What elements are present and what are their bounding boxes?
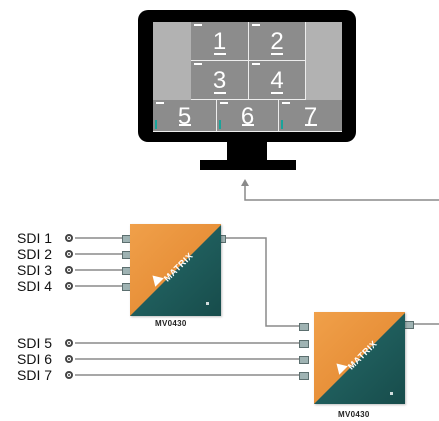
tile-audio-meter: [155, 120, 157, 129]
bnc-port-icon: [65, 234, 73, 242]
sdi-label: SDI 1: [17, 230, 53, 246]
tile-tally-bar: [156, 102, 164, 104]
matrix-logo-icon: [332, 359, 348, 375]
multiviewer-device-2: MATRIX: [314, 312, 405, 404]
tile-3: 3: [191, 61, 249, 100]
multiviewer-device-1: MATRIX: [130, 224, 221, 316]
tile-underline: [241, 124, 254, 126]
tile-audio-meter: [219, 120, 221, 129]
bnc-port-icon: [65, 266, 73, 274]
input-connector: [299, 323, 309, 331]
screen-margin-left: [153, 22, 191, 100]
tile-underline: [213, 92, 226, 94]
device-model-label: MV0430: [155, 319, 187, 328]
input-connector: [299, 356, 309, 364]
tile-2: 2: [249, 22, 306, 61]
tile-1: 1: [191, 22, 249, 61]
tile-number: 1: [212, 28, 227, 55]
input-connector: [299, 372, 309, 380]
bnc-port-icon: [65, 250, 73, 258]
sdi-label: SDI 6: [17, 351, 53, 367]
bnc-port-icon: [65, 355, 73, 363]
tile-underline: [271, 53, 283, 55]
tile-6: 6: [217, 100, 279, 132]
input-connector: [299, 340, 309, 348]
tile-number: 6: [240, 102, 255, 130]
screen-margin-right: [306, 22, 342, 100]
sdi-label: SDI 5: [17, 335, 53, 351]
device-model-label: MV0430: [338, 410, 370, 419]
device-brand: MATRIX: [161, 250, 195, 284]
tile-tally-bar: [282, 102, 290, 104]
tile-audio-meter: [281, 120, 283, 129]
tile-underline: [304, 124, 317, 126]
output-connector: [404, 321, 414, 329]
device-brand: MATRIX: [345, 338, 379, 372]
tile-underline: [213, 53, 226, 55]
sdi-label: SDI 7: [17, 367, 53, 383]
bnc-port-icon: [65, 371, 73, 379]
tile-tally-bar: [194, 24, 202, 26]
cable-device1-to-device2: [226, 237, 302, 327]
tile-tally-bar: [194, 63, 202, 65]
monitor-stand-neck: [227, 142, 267, 160]
tile-underline: [178, 124, 191, 126]
bnc-port-icon: [65, 339, 73, 347]
tile-number: 5: [177, 102, 192, 130]
tile-tally-bar: [252, 24, 260, 26]
tile-5: 5: [153, 100, 217, 132]
bnc-port-icon: [65, 282, 73, 290]
tile-tally-bar: [220, 102, 228, 104]
tile-7: 7: [279, 100, 342, 132]
sdi-label: SDI 4: [17, 278, 53, 294]
tile-number: 7: [303, 102, 318, 130]
tile-number: 3: [212, 67, 227, 94]
matrix-logo-icon: [148, 271, 164, 287]
monitor-screen: 1 2 3 4 5 6: [153, 22, 342, 132]
sdi-label: SDI 3: [17, 262, 53, 278]
sdi-label: SDI 2: [17, 246, 53, 262]
status-led: [390, 392, 393, 395]
tile-underline: [271, 92, 283, 94]
status-led: [206, 302, 209, 305]
tile-number: 2: [270, 28, 284, 55]
tile-tally-bar: [252, 63, 260, 65]
arrow-to-monitor: [241, 179, 249, 186]
tile-number: 4: [270, 67, 284, 94]
monitor-stand-base: [200, 160, 296, 170]
cable-return-to-monitor: [244, 184, 439, 201]
tile-4: 4: [249, 61, 306, 100]
